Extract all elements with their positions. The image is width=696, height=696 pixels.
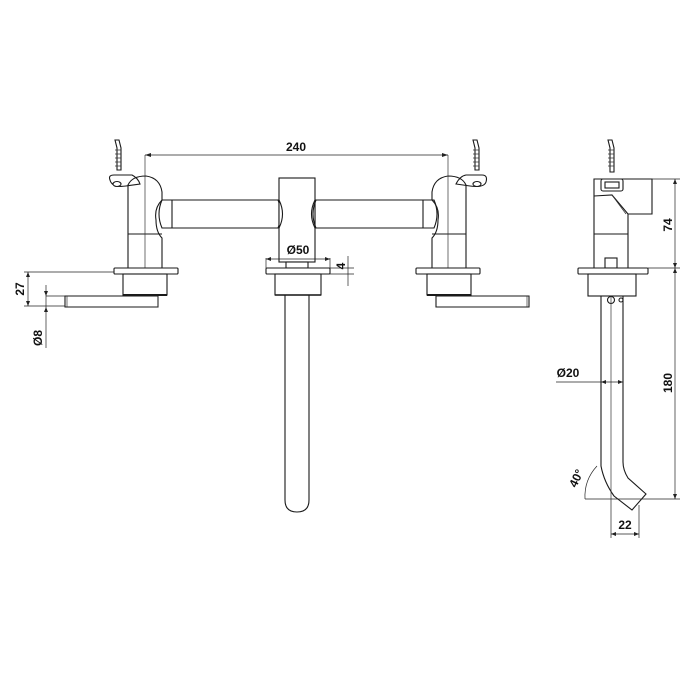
right-valve — [415, 139, 530, 308]
dim-40deg-label: 40° — [566, 467, 586, 490]
left-arm — [158, 199, 282, 229]
dim-27-label: 27 — [13, 282, 27, 296]
right-wall-anchor-icon — [455, 139, 488, 188]
dimension-outlet-offset: 22 — [610, 500, 640, 538]
dimension-handle-height: 27 — [13, 271, 114, 307]
dim-22-label: 22 — [618, 518, 632, 532]
dimension-spout-diameter: Ø20 — [556, 366, 623, 384]
dim-180-label: 180 — [661, 373, 675, 393]
dimension-spout-angle: 40° — [566, 465, 598, 500]
dim-240-label: 240 — [286, 140, 306, 154]
side-view: 74 180 Ø20 40° 22 — [556, 139, 680, 538]
dimension-body-height: 74 — [648, 178, 680, 269]
left-wall-anchor-icon — [108, 139, 141, 188]
dim-o50-label: Ø50 — [287, 243, 310, 257]
dim-74-label: 74 — [661, 218, 675, 232]
front-view: 240 Ø50 4 27 Ø — [13, 139, 530, 513]
dim-o8-label: Ø8 — [31, 330, 45, 346]
dimension-handle-diameter: Ø8 — [31, 285, 65, 348]
dimension-handle-spacing: 240 — [145, 140, 448, 157]
dimension-spout-length: 180 — [585, 268, 680, 500]
dimension-flange-thickness: 4 — [330, 256, 354, 286]
left-valve — [64, 139, 179, 308]
dim-4-label: 4 — [334, 262, 348, 269]
dimension-flange-diameter: Ø50 — [265, 243, 331, 268]
side-wall-anchor-icon — [600, 139, 624, 192]
dim-o20-label: Ø20 — [557, 366, 580, 380]
right-arm — [312, 199, 438, 229]
